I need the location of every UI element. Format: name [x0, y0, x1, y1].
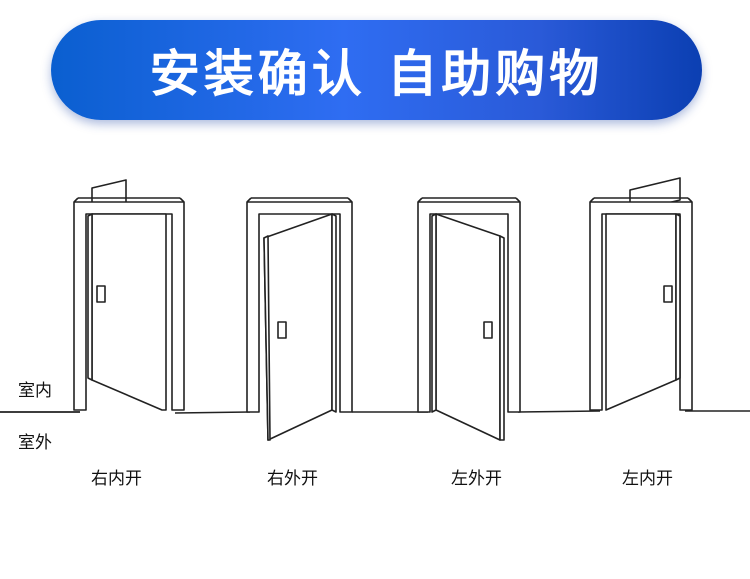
outdoor-label: 室外 [18, 433, 52, 453]
door-leaf [605, 213, 677, 411]
floor-line-path [0, 410, 750, 414]
door-left-inward [589, 177, 693, 411]
door-frame [73, 201, 185, 411]
door-handle [483, 321, 493, 339]
door-frame [589, 201, 693, 411]
door-label-left-outward: 左外开 [451, 469, 502, 489]
indoor-label: 室内 [18, 381, 52, 401]
door-label-right-inward: 右内开 [91, 469, 142, 489]
title-banner: 安装确认 自助购物 [51, 20, 702, 120]
door-frame [246, 201, 353, 413]
door-label-left-inward: 左内开 [622, 469, 673, 489]
door-left-outward [417, 197, 521, 441]
door-handle [96, 285, 106, 303]
door-handle [663, 285, 673, 303]
door-frame [417, 201, 521, 413]
door-right-inward [73, 179, 185, 411]
door-handle [277, 321, 287, 339]
door-leaf [263, 213, 333, 441]
banner-title: 安装确认 自助购物 [149, 45, 604, 103]
door-right-outward [246, 197, 353, 441]
door-leaf [91, 213, 167, 411]
door-label-right-outward: 右外开 [267, 469, 318, 489]
